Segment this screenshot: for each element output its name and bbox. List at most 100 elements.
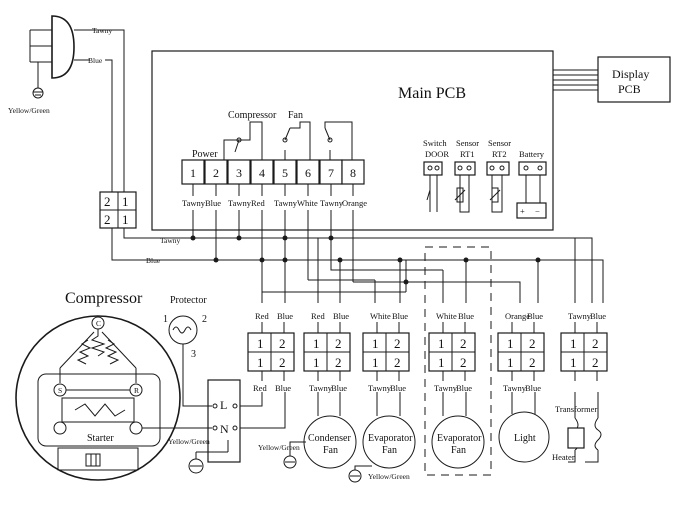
heater-label: Heater [552,452,575,462]
evaporator-fan-2 [431,415,485,469]
pcb-wire-color-label: Tawny [320,198,344,208]
display-pcb-label-2: PCB [618,82,641,96]
pcb-terminal-number: 1 [190,166,196,180]
compressor-title: Compressor [65,290,143,307]
connector-cell: 2 [394,336,401,351]
ground-condenser-label: Yellow/Green [258,443,300,452]
connector-top-right-label: Blue [333,311,349,321]
evaporator-fan-2-label-2: Fan [451,445,466,456]
pcb-wire-color-label: White [297,198,318,208]
connector-bottom-left-label: Tawny [434,383,458,393]
fan-group-label: Fan [288,110,303,121]
connector-cell: 1 [507,355,514,370]
compressor-motor-windings [37,316,161,471]
connector-cell: 2 [460,355,467,370]
pcb-wire-color-label: Tawny [228,198,252,208]
ln-l-label: L [220,398,227,412]
main-connector-cell: 1 [122,212,129,227]
pcb-terminal-number: 4 [259,166,265,180]
connector-cell: 2 [335,355,342,370]
protector-pin-2: 2 [202,314,207,325]
pcb-terminal-number: 5 [282,166,288,180]
comp-pin-c: C [96,319,101,328]
battery-label: Battery [519,149,545,159]
relay-contacts [223,121,353,160]
evaporator-fan-1-label: Evaporator [368,433,413,444]
power-plug [29,15,105,99]
pcb-terminal-number: 3 [236,166,242,180]
switch-label: Switch [423,138,447,148]
main-connector-cell: 1 [122,194,129,209]
pcb-terminal-number: 6 [305,166,311,180]
connector-cell: 1 [257,355,264,370]
connector-top-right-label: Blue [590,311,606,321]
ln-terminal-block [207,379,241,463]
sensor-rt2 [486,161,510,213]
connector-top-left-label: Red [255,311,269,321]
connector-bottom-left-label: Red [253,383,267,393]
connector-cell: 2 [335,336,342,351]
pcb-wire-color-label: Blue [205,198,221,208]
pcb-terminal-number: 8 [350,166,356,180]
door-switch [423,161,443,212]
connector-cell: 1 [507,336,514,351]
connector-cell: 1 [257,336,264,351]
connector-top-right-label: Blue [277,311,293,321]
junction-dots [190,235,541,285]
battery-plus: + [520,206,525,216]
sensor2-label: Sensor [488,138,511,148]
wire-bus [111,210,604,303]
connector-bottom-left-label: Tawny [503,383,527,393]
comp-pin-r: R [134,386,139,395]
connector-bottom-left-label: Tawny [309,383,333,393]
connector-bottom-left-label: Tawny [368,383,392,393]
pcb-wire-color-label: Orange [342,198,367,208]
connector-top-left-label: Red [311,311,325,321]
connector-top-right-label: Blue [392,311,408,321]
sensor1-label: Sensor [456,138,479,148]
condenser-fan-label-2: Fan [323,445,338,456]
main-connector-cell: 2 [104,212,111,227]
optional-evaporator-box [424,246,492,476]
transformer [567,392,602,463]
protector-pin-1: 1 [163,314,168,325]
connector-top-right-label: Blue [527,311,543,321]
connector-cell: 2 [460,336,467,351]
transformer-label: Transformer [555,404,597,414]
pcb-wire-color-label: Tawny [274,198,298,208]
protector-label: Protector [170,295,207,306]
pcb-terminal-strip: 1Tawny2Blue3Tawny4Red5Tawny6White7Tawny8… [181,159,367,208]
ln-wiring [142,344,286,474]
rt1-label: RT1 [460,149,475,159]
connector-cell: 1 [570,355,577,370]
connector-cell: 1 [438,355,445,370]
ground-plug-label: Yellow/Green [8,106,50,115]
battery-minus: − [535,206,540,216]
connector-bottom-right-label: Blue [390,383,406,393]
light-label: Light [514,433,536,444]
main-connector-cell: 2 [104,194,111,209]
pcb-terminal-number: 7 [328,166,334,180]
ln-n-label: N [220,422,229,436]
connector-cell: 2 [592,355,599,370]
pcb-wire-color-label: Tawny [182,198,206,208]
evaporator-fan-1 [362,415,416,469]
plug-tawny-label: Tawny [92,26,113,35]
connector-cell: 1 [313,336,320,351]
battery-connector [516,161,547,219]
door-label: DOOR [425,149,449,159]
power-group-label: Power [192,149,218,160]
connector-cell: 1 [372,336,379,351]
pcb-wire-color-label: Red [251,198,265,208]
connector-top-left-label: Orange [505,311,530,321]
connector-cell: 1 [570,336,577,351]
protector-pin-3: 3 [191,349,196,360]
connector-bottom-right-label: Blue [456,383,472,393]
